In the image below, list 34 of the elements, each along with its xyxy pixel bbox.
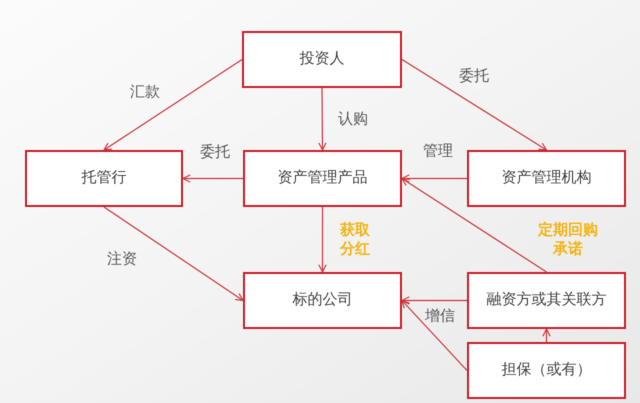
process-box [467,342,626,399]
node-label: 托管行 [82,169,126,188]
arrow [318,207,327,273]
node-label: 融资方或其关联方 [486,291,606,310]
process-box [467,272,626,329]
arrow [542,328,551,342]
edge-label: 汇款 [130,84,160,102]
arrow [401,178,547,272]
arrow [402,59,548,151]
arrow [401,300,468,371]
arrow [401,174,467,183]
node-label: 资产管理产品 [278,169,368,188]
process-box [243,272,402,329]
process-box [467,150,626,207]
edge-label: 委托 [200,144,230,162]
process-box [243,150,402,207]
node-label: 担保（或有） [502,361,592,380]
arrow [401,296,467,305]
edge-label: 委托 [459,68,489,86]
arrow [104,206,244,302]
process-box [242,31,402,88]
node-label: 投资人 [300,50,344,69]
arrow [103,59,242,151]
edge-label: 增信 [425,308,455,326]
edge-label: 注资 [107,250,137,270]
edge-label: 定期回购承诺 [536,221,599,259]
node-label: 标的公司 [292,291,352,310]
edge-label: 认购 [338,110,368,130]
arrow [182,174,243,183]
edge-label: 管理 [423,142,453,162]
process-box [25,150,183,207]
node-label: 资产管理机构 [502,169,592,188]
edge-label: 获取分红 [338,221,371,259]
arrow [318,88,327,151]
